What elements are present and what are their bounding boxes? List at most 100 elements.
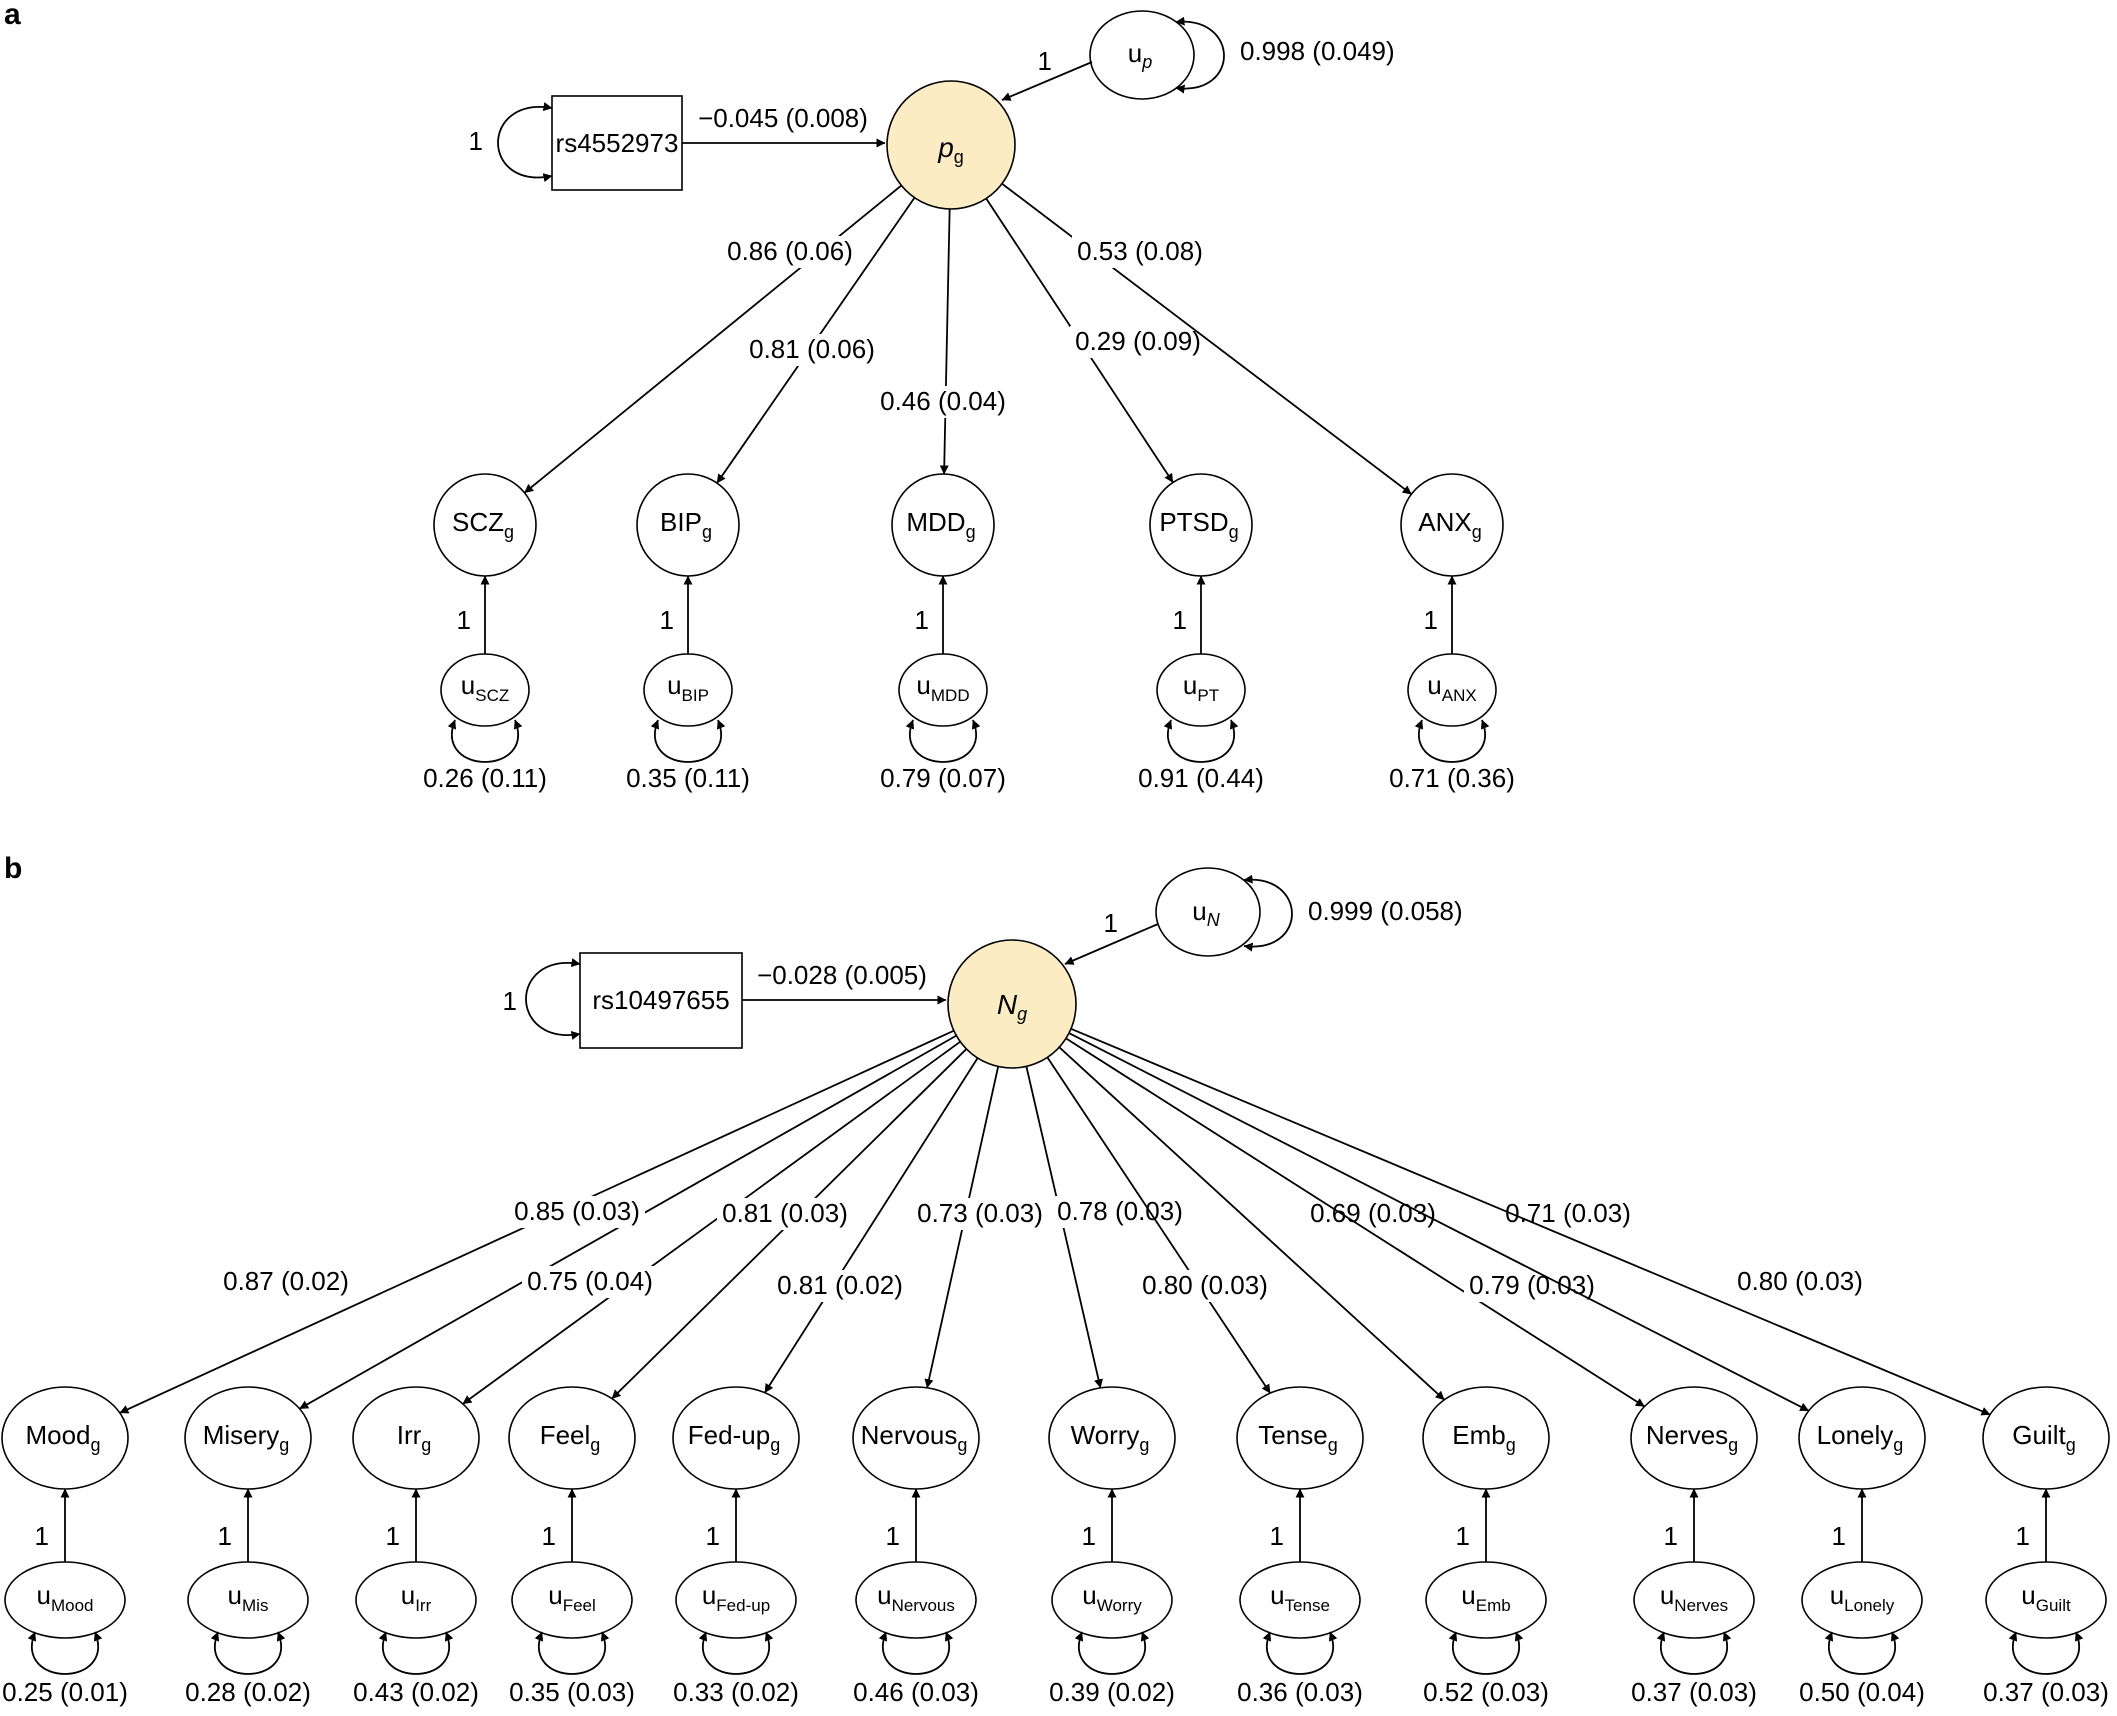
indicator-label-lonely: Lonelyg xyxy=(1817,1420,1904,1455)
indicator-label-ptsd: PTSDg xyxy=(1159,507,1238,542)
residual-path-label-lonely: 1 xyxy=(1832,1521,1846,1551)
residual-label-misery: uMis xyxy=(228,1580,269,1615)
variance-loop-nervous xyxy=(878,1631,954,1675)
residual-label-mood: uMood xyxy=(37,1580,94,1615)
loading-label-bg-guilt xyxy=(1732,1266,1868,1298)
variance-loop-feel xyxy=(534,1631,610,1675)
residual-up-variance: 0.998 (0.049) xyxy=(1240,36,1395,66)
residual-up-node xyxy=(1089,10,1195,100)
variance-loop-mood xyxy=(27,1631,103,1675)
residual-path-label-worry: 1 xyxy=(1082,1521,1096,1551)
variance-loop-anx xyxy=(1414,719,1490,763)
residual-path-label-nerves: 1 xyxy=(1664,1521,1678,1551)
residual-path-label-scz: 1 xyxy=(457,605,471,635)
snp-n-self-loop xyxy=(525,958,581,1040)
variance-label-guilt: 0.37 (0.03) xyxy=(1983,1677,2109,1707)
residual-label-tense: uTense xyxy=(1270,1580,1330,1615)
indicator-label-nervous: Nervousg xyxy=(861,1420,968,1455)
residual-up-path-label: 1 xyxy=(1038,46,1052,76)
variance-label-mood: 0.25 (0.01) xyxy=(2,1677,128,1707)
snp-rs4552973-box xyxy=(551,95,683,191)
residual-label-irr: uIrr xyxy=(401,1580,432,1615)
variance-label-fed-up: 0.33 (0.02) xyxy=(673,1677,799,1707)
variance-label-ptsd: 0.91 (0.44) xyxy=(1138,763,1264,793)
variance-label-tense: 0.36 (0.03) xyxy=(1237,1677,1363,1707)
panel-a: a pg up 1 0.998 (0.049) rs4552973 −0.045… xyxy=(4,0,1515,793)
loading-path-tense xyxy=(1046,1056,1271,1394)
loading-label-bg-anx xyxy=(1072,236,1208,268)
residual-path-label-emb: 1 xyxy=(1456,1521,1470,1551)
variance-label-mdd: 0.79 (0.07) xyxy=(880,763,1006,793)
loading-path-emb xyxy=(1058,1046,1445,1401)
latent-p-node xyxy=(886,80,1016,210)
loading-label-bg-irr xyxy=(522,1266,658,1298)
loading-label-bg-tense xyxy=(1137,1270,1273,1302)
snp-to-latent-n-coef: −0.028 (0.005) xyxy=(757,960,927,990)
indicator-label-mood: Moodg xyxy=(25,1420,100,1455)
loading-label-lonely: 0.71 (0.03) xyxy=(1505,1198,1631,1228)
loading-label-ptsd: 0.29 (0.09) xyxy=(1075,326,1201,356)
residual-label-fed-up: uFed-up xyxy=(702,1580,770,1615)
variance-label-emb: 0.52 (0.03) xyxy=(1423,1677,1549,1707)
loading-path-lonely xyxy=(1068,1032,1810,1412)
residual-path-label-bip: 1 xyxy=(660,605,674,635)
latent-n-node xyxy=(947,939,1077,1069)
residual-un-label: uN xyxy=(1192,896,1220,930)
loading-path-mdd xyxy=(939,208,951,475)
variance-label-bip: 0.35 (0.11) xyxy=(626,763,750,793)
loading-path-guilt xyxy=(1070,1027,1991,1416)
snp-rs4552973-label: rs4552973 xyxy=(556,128,679,158)
variance-label-irr: 0.43 (0.02) xyxy=(353,1677,479,1707)
loading-path-irr xyxy=(462,1040,961,1405)
loading-label-bg-nervous xyxy=(912,1198,1048,1230)
variance-loop-emb xyxy=(1448,1631,1524,1675)
residual-path-label-tense: 1 xyxy=(1270,1521,1284,1551)
loading-label-bg-bip xyxy=(744,334,880,366)
latent-p-label: pg xyxy=(937,132,964,167)
residual-up-path xyxy=(1001,61,1093,101)
panel-a-letter: a xyxy=(4,0,21,31)
variance-loop-misery xyxy=(210,1631,286,1675)
indicator-label-tense: Tenseg xyxy=(1258,1420,1337,1455)
loading-label-scz: 0.86 (0.06) xyxy=(727,236,853,266)
indicator-label-feel: Feelg xyxy=(540,1420,601,1455)
residual-label-bip: uBIP xyxy=(667,670,709,705)
snp-self-value: 1 xyxy=(469,126,483,156)
indicator-label-bip: BIPg xyxy=(660,507,712,542)
loading-label-bg-misery xyxy=(509,1196,645,1228)
residual-label-guilt: uGuilt xyxy=(2021,1580,2071,1615)
residual-un-path xyxy=(1064,923,1159,965)
loading-label-bg-ptsd xyxy=(1070,326,1206,358)
loading-label-guilt: 0.80 (0.03) xyxy=(1737,1266,1863,1296)
variance-loop-worry xyxy=(1074,1631,1150,1675)
variance-loop-scz xyxy=(447,719,523,763)
indicator-label-emb: Embg xyxy=(1452,1420,1515,1455)
residual-label-ptsd: uPT xyxy=(1183,670,1219,705)
residual-path-label-fed-up: 1 xyxy=(706,1521,720,1551)
indicator-label-scz: SCZg xyxy=(452,507,514,542)
variance-loop-fed-up xyxy=(698,1631,774,1675)
variance-loop-lonely xyxy=(1824,1631,1900,1675)
residual-un-path-label: 1 xyxy=(1104,908,1118,938)
snp-to-latent-coef: −0.045 (0.008) xyxy=(698,103,868,133)
indicator-label-misery: Miseryg xyxy=(203,1420,290,1455)
indicator-label-fed-up: Fed-upg xyxy=(688,1420,780,1455)
residual-label-scz: uSCZ xyxy=(461,670,509,705)
variance-loop-ptsd xyxy=(1163,719,1239,763)
variance-label-misery: 0.28 (0.02) xyxy=(185,1677,311,1707)
residual-label-nerves: uNerves xyxy=(1660,1580,1728,1615)
snp-self-loop xyxy=(497,102,553,183)
variance-label-worry: 0.39 (0.02) xyxy=(1049,1677,1175,1707)
loading-label-bg-mood xyxy=(218,1266,354,1298)
loading-path-anx xyxy=(1001,182,1412,495)
snp-rs10497655-label: rs10497655 xyxy=(592,985,729,1015)
variance-loop-mdd xyxy=(905,719,981,763)
loading-label-worry: 0.78 (0.03) xyxy=(1057,1196,1183,1226)
